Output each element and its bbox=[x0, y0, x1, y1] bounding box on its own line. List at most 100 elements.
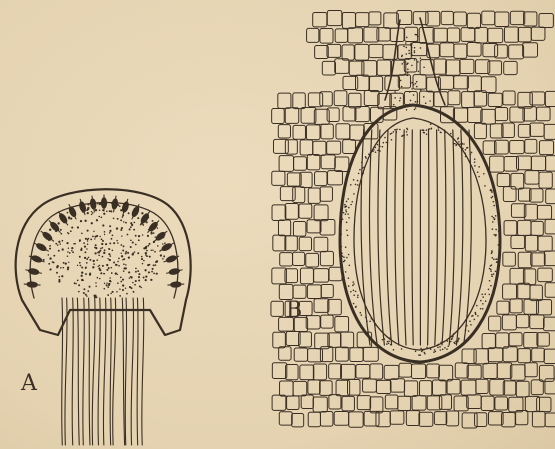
tissue-cell bbox=[315, 172, 327, 186]
stipple-dot bbox=[121, 252, 122, 253]
tissue-cell bbox=[300, 268, 313, 284]
stipple-dot bbox=[71, 212, 73, 214]
stipple-dot bbox=[117, 218, 119, 220]
stipple-dot bbox=[101, 217, 103, 219]
stipple-dot bbox=[77, 226, 79, 228]
tissue-cell bbox=[461, 380, 476, 395]
stipple-dot bbox=[414, 109, 416, 111]
stipple-dot bbox=[456, 343, 458, 345]
stipple-dot bbox=[131, 224, 133, 226]
stipple-dot bbox=[470, 324, 472, 326]
stipple-dot bbox=[109, 277, 111, 279]
stipple-dot bbox=[155, 261, 157, 263]
ascus bbox=[412, 130, 413, 345]
stipple-dot bbox=[119, 295, 121, 297]
stipple-dot bbox=[103, 213, 105, 215]
tissue-cell bbox=[321, 315, 333, 328]
tissue-cell bbox=[370, 364, 383, 379]
stipple-dot bbox=[95, 247, 97, 249]
stipple-dot bbox=[472, 315, 474, 317]
stipple-dot bbox=[438, 129, 440, 131]
stipple-dot bbox=[109, 242, 111, 244]
tissue-cell bbox=[504, 27, 518, 42]
tissue-cell bbox=[306, 316, 320, 329]
tissue-cell bbox=[272, 205, 286, 221]
tissue-cell bbox=[355, 44, 369, 60]
stipple-dot bbox=[145, 254, 147, 256]
stipple-dot bbox=[87, 243, 89, 245]
stipple-dot bbox=[411, 55, 413, 57]
stipple-dot bbox=[384, 137, 386, 139]
stipple-dot bbox=[113, 218, 115, 220]
stipple-dot bbox=[458, 143, 460, 145]
tissue-cell bbox=[446, 60, 460, 75]
stipple-dot bbox=[464, 152, 466, 154]
stipple-dot bbox=[145, 279, 147, 281]
perithecium bbox=[140, 213, 150, 225]
stipple-dot bbox=[444, 347, 446, 349]
tissue-cell bbox=[530, 315, 544, 329]
tissue-cell bbox=[495, 140, 509, 154]
tissue-cell bbox=[342, 13, 355, 29]
stipple-dot bbox=[80, 249, 82, 251]
stipple-dot bbox=[411, 88, 413, 90]
tissue-cell bbox=[440, 43, 454, 57]
stipple-dot bbox=[87, 230, 89, 232]
stipple-dot bbox=[93, 231, 94, 232]
stipple-dot bbox=[63, 267, 65, 269]
tissue-cell bbox=[516, 315, 528, 328]
stipple-dot bbox=[371, 318, 373, 320]
stipple-dot bbox=[462, 148, 464, 150]
stipple-dot bbox=[125, 264, 127, 266]
stipple-dot bbox=[68, 262, 69, 263]
stipple-dot bbox=[342, 218, 344, 220]
tissue-cell bbox=[307, 285, 321, 299]
tissue-cell bbox=[412, 43, 427, 56]
stipple-dot bbox=[493, 205, 495, 207]
stipple-dot bbox=[122, 259, 123, 260]
tissue-cell bbox=[377, 60, 391, 75]
stipple-dot bbox=[132, 282, 134, 284]
tissue-cell bbox=[419, 412, 433, 426]
tissue-cell bbox=[495, 397, 508, 410]
tissue-cell bbox=[537, 397, 551, 411]
stipple-dot bbox=[124, 258, 126, 260]
tissue-cell bbox=[412, 396, 426, 410]
stipple-dot bbox=[113, 262, 115, 264]
perithecium bbox=[36, 242, 48, 252]
stipple-dot bbox=[104, 249, 106, 251]
tissue-cell bbox=[292, 413, 304, 426]
stipple-dot bbox=[61, 275, 63, 277]
stipple-dot bbox=[106, 284, 108, 286]
stipple-dot bbox=[490, 269, 492, 271]
tissue-cell bbox=[369, 12, 381, 25]
stipple-dot bbox=[411, 65, 413, 67]
stipple-dot bbox=[94, 238, 95, 239]
tissue-cell bbox=[525, 396, 539, 411]
stipple-dot bbox=[80, 220, 82, 222]
stipple-dot bbox=[419, 354, 421, 356]
stipple-dot bbox=[457, 341, 459, 343]
stipple-dot bbox=[454, 143, 456, 145]
stipple-dot bbox=[82, 211, 84, 213]
stipple-dot bbox=[137, 252, 139, 254]
tissue-cell bbox=[544, 124, 555, 139]
stipple-dot bbox=[386, 343, 388, 345]
stipple-dot bbox=[109, 232, 111, 234]
tissue-cell bbox=[510, 141, 525, 154]
stipple-dot bbox=[126, 207, 128, 209]
tissue-cell bbox=[398, 75, 410, 88]
stipple-dot bbox=[382, 146, 384, 148]
stipple-dot bbox=[95, 244, 97, 246]
stipple-dot bbox=[379, 150, 381, 152]
stipple-dot bbox=[127, 252, 129, 254]
stipple-dot bbox=[369, 321, 371, 323]
stipple-dot bbox=[409, 103, 411, 105]
stipple-dot bbox=[343, 212, 345, 214]
stipple-dot bbox=[411, 44, 413, 46]
tissue-cell bbox=[404, 381, 417, 396]
stipple-dot bbox=[93, 260, 95, 262]
perithecium bbox=[155, 231, 166, 242]
stipple-dot bbox=[103, 273, 105, 275]
stipple-dot bbox=[107, 294, 109, 296]
